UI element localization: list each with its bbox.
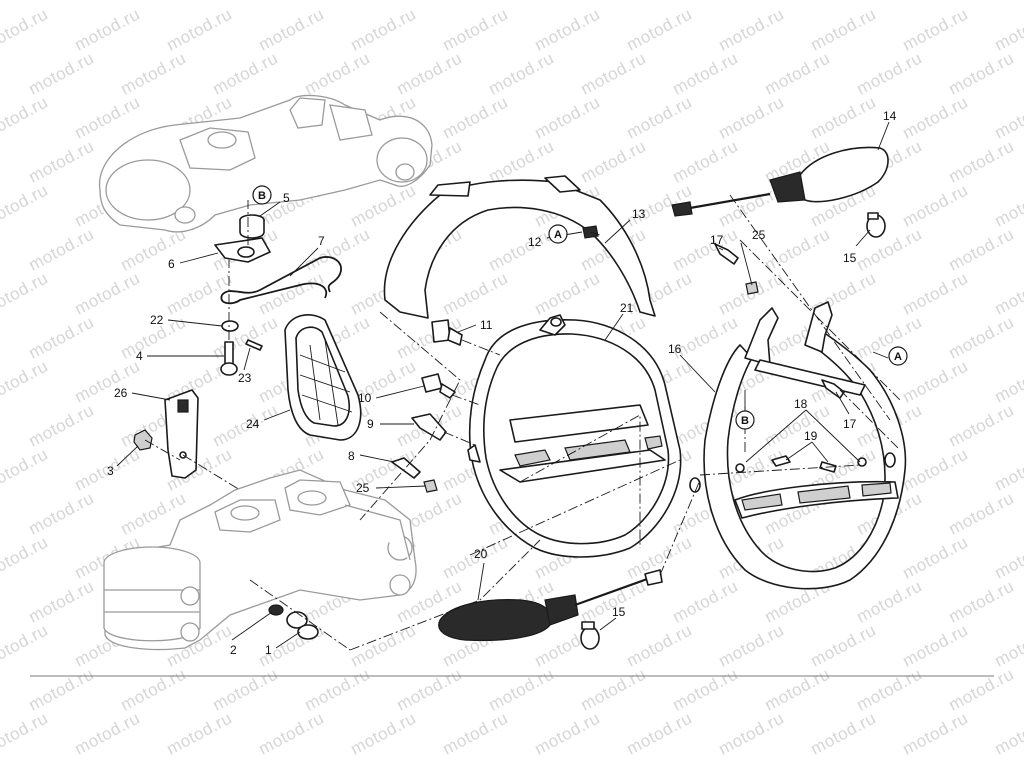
callout-11: 11: [480, 318, 493, 332]
callout-19: 19: [804, 429, 818, 443]
screw-23: [245, 339, 263, 351]
callout-15-upper: 15: [843, 251, 857, 265]
ref-b-top: B: [258, 190, 266, 202]
washer-2: [268, 604, 284, 616]
grommet-5: [239, 214, 265, 239]
turn-signal-upper: [671, 146, 889, 217]
rubber-pad-1: [286, 611, 319, 640]
bracket-26: [164, 389, 199, 479]
callout-23: 23: [238, 371, 252, 385]
callout-13: 13: [632, 207, 646, 221]
lower-triple-clamp: [103, 469, 417, 651]
callout-12: 12: [528, 235, 542, 249]
wire-spring-7: [220, 256, 342, 305]
reference-markers: B A B A: [252, 185, 908, 430]
leader-lines: [116, 121, 890, 649]
callout-26: 26: [114, 386, 128, 400]
callout-17-upper: 17: [710, 233, 724, 247]
callout-1: 1: [265, 643, 272, 657]
callout-21: 21: [620, 301, 634, 315]
headlight-housing: [467, 314, 682, 558]
socket-10: [421, 373, 456, 399]
nut-25-right: [745, 281, 759, 295]
screw-8: [391, 457, 421, 479]
washer-22: [221, 320, 239, 332]
bracket-6: [214, 237, 271, 263]
air-duct-24: [284, 314, 362, 441]
callout-16: 16: [668, 342, 682, 356]
fairing-frame: [689, 301, 907, 590]
headlight-fairing-cover: [383, 175, 656, 319]
callout-8: 8: [348, 449, 355, 463]
callout-24: 24: [246, 417, 260, 431]
assembly-lines: [144, 194, 901, 651]
nut-3: [133, 429, 153, 451]
callout-7: 7: [318, 234, 325, 248]
callout-17-lower: 17: [843, 417, 857, 431]
adjuster-9: [411, 413, 447, 441]
callout-5: 5: [283, 191, 290, 205]
bulb-socket-11: [431, 319, 463, 346]
ref-a-top: A: [554, 229, 562, 241]
callout-9: 9: [367, 417, 374, 431]
nut-25-left: [423, 479, 438, 493]
callout-22: 22: [150, 313, 164, 327]
screw-17-lower: [821, 379, 845, 399]
callout-6: 6: [168, 257, 175, 271]
screw-4: [220, 341, 238, 376]
callout-25-left: 25: [356, 481, 370, 495]
upper-triple-clamp: [98, 94, 433, 233]
screw-19-left: [771, 455, 791, 467]
callout-25-right: 25: [752, 228, 766, 242]
callout-10: 10: [358, 391, 372, 405]
callout-18: 18: [794, 397, 808, 411]
bulb-lower: [580, 621, 600, 650]
screw-17-upper: [714, 243, 739, 265]
callout-14: 14: [883, 109, 897, 123]
callout-2: 2: [230, 643, 237, 657]
turn-signal-lower: [438, 569, 663, 642]
callout-4: 4: [136, 349, 143, 363]
bulb-upper: [866, 212, 886, 238]
callout-15-lower: 15: [612, 605, 626, 619]
ref-a-right: A: [894, 351, 902, 363]
ref-b-frame: B: [741, 415, 749, 427]
callout-20: 20: [474, 547, 488, 561]
callout-3: 3: [107, 464, 114, 478]
callout-numbers: 5 6 7 22 4 23 26 24 3 9 8 10 25 11 12 13…: [107, 109, 897, 657]
